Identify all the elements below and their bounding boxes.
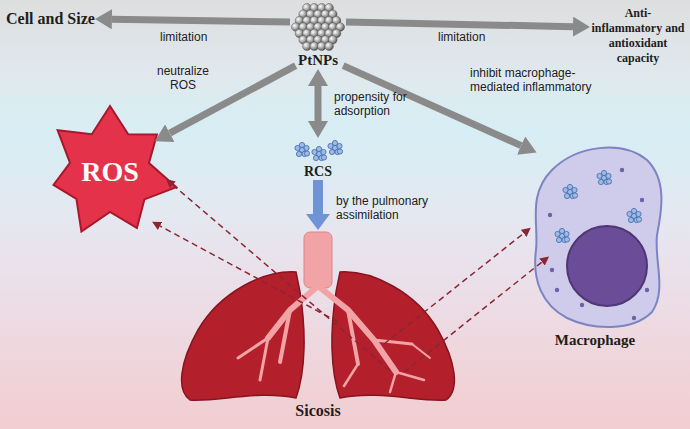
label-holder: propensity for adsorption [334, 90, 434, 119]
bronchus [318, 286, 396, 372]
edge-label: limitation [438, 30, 518, 44]
trachea [304, 232, 332, 288]
label-holder: limitation [160, 30, 240, 44]
vesicle-dot [645, 288, 649, 292]
connector [313, 180, 323, 214]
edge-label: neutralize ROS [148, 64, 218, 93]
bronchus [396, 372, 424, 380]
cell-shape [522, 140, 668, 332]
left-lung [182, 272, 305, 400]
silica-particle [564, 193, 569, 198]
bronchus [280, 310, 290, 362]
silica-particle [332, 140, 337, 145]
vesicle-dot [555, 288, 559, 292]
connector [346, 22, 573, 27]
bronchus [390, 372, 396, 392]
lungs-shape [168, 230, 468, 402]
node-text: ROS [81, 156, 139, 188]
macrophage-node: Macrophage [522, 140, 668, 349]
silica-particle [636, 217, 641, 222]
silica-particle [572, 193, 577, 198]
vesicle-dot [620, 168, 624, 172]
silica-particle [296, 151, 301, 156]
bronchus [374, 340, 412, 344]
silica-particle [329, 149, 334, 154]
silica-particle [631, 208, 636, 213]
edge-label: propensity for adsorption [334, 90, 434, 119]
vesicle-dot [580, 303, 584, 307]
outcome-text: Cell and Size [6, 10, 95, 28]
silica-particle [313, 155, 318, 160]
bronchus [344, 364, 358, 386]
silica-particle [321, 155, 326, 160]
node-text: Cell and Size [6, 10, 95, 28]
particles-shape [288, 138, 348, 164]
silica-particle [559, 228, 564, 233]
silica-particle [606, 179, 611, 184]
edge-label: limitation [160, 30, 240, 44]
bronchus [412, 344, 430, 358]
silica-node: RCS [288, 138, 348, 180]
node-text: Macrophage [555, 332, 636, 349]
cell-membrane [535, 148, 661, 327]
node-text: RCS [304, 164, 332, 180]
silica-particle [564, 237, 569, 242]
silica-particle [304, 151, 309, 156]
vesicle-dot [548, 213, 552, 217]
nanoparticle-node: PtNPs [290, 2, 346, 69]
bronchus [348, 310, 358, 364]
edge-label: by the pulmonary assimilation [336, 194, 448, 223]
lung-node: Sicosis [168, 230, 468, 420]
vesicle-dot [640, 198, 644, 202]
silica-particle [567, 184, 572, 189]
bronchus [268, 286, 318, 338]
connector [112, 19, 290, 22]
node-text: PtNPs [298, 52, 338, 69]
silica-particle [299, 142, 304, 147]
silica-particle [337, 149, 342, 154]
node-text: Sicosis [295, 402, 340, 420]
star-burst [54, 106, 177, 232]
label-holder: neutralize ROS [148, 64, 218, 93]
ros-star: ROS [40, 102, 180, 242]
node-text: Anti-inflammatory and antioxidant capaci… [590, 6, 686, 66]
platinum-sphere [325, 42, 334, 51]
cluster-shape [290, 2, 346, 52]
bronchus [260, 338, 268, 380]
right-lung [332, 272, 455, 400]
outcome-text: Anti-inflammatory and antioxidant capaci… [590, 6, 686, 66]
connector [315, 86, 322, 121]
silica-particle [316, 146, 321, 151]
silica-particle [601, 170, 606, 175]
label-holder: limitation [438, 30, 518, 44]
silica-particle [628, 217, 633, 222]
label-holder: by the pulmonary assimilation [336, 194, 448, 223]
vesicle-dot [632, 316, 636, 320]
label-holder: inhibit macrophage-mediated inflammatory [470, 66, 610, 95]
cell-nucleus [567, 226, 647, 306]
vesicle-dot [550, 268, 554, 272]
silica-particle [556, 237, 561, 242]
edge-label: inhibit macrophage-mediated inflammatory [470, 66, 610, 95]
silica-particle [598, 179, 603, 184]
